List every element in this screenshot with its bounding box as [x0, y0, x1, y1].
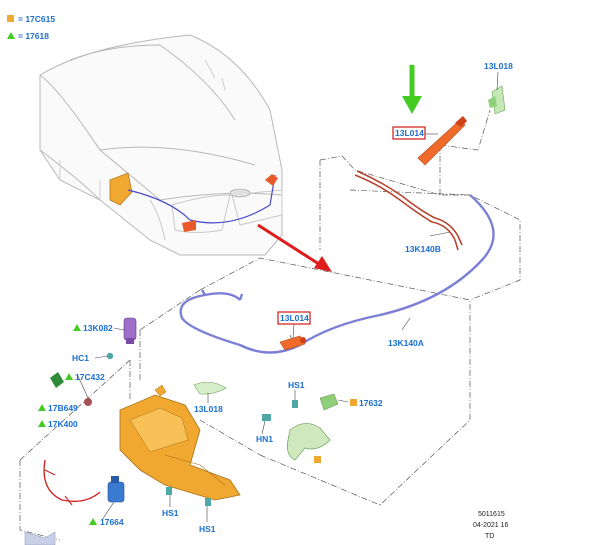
label-13k140a: 13K140A [388, 338, 424, 348]
footer-line-2: 04-2021 16 [473, 522, 509, 529]
screws-hs1 [166, 400, 298, 506]
legend-item-orange: = 17C615 [18, 14, 55, 24]
leader-lines [77, 71, 499, 522]
label-13l014-top: 13L014 [395, 128, 424, 138]
label-17k400: 17K400 [48, 419, 78, 429]
footer-line-3: TD [485, 533, 494, 540]
label-17664: 17664 [100, 517, 124, 527]
label-17b649: 17B649 [48, 403, 78, 413]
vehicle-installed-parts [109, 172, 278, 232]
front-washer-pump-13k082 [123, 317, 137, 344]
label-17632: 17632 [359, 398, 383, 408]
assembly-guide-lines [19, 109, 521, 541]
label-hs1-top: HS1 [288, 380, 305, 390]
label-13l014-front: 13L014 [280, 313, 309, 323]
orientation-arrow-icon [24, 531, 56, 545]
part-labels: 13L018 13L014 13K140B 13K140A 13L014 13K… [48, 61, 513, 534]
highlight-box-rear-pump [392, 126, 426, 140]
wiring-connectors [43, 372, 101, 506]
red-guide-arrow [257, 223, 332, 272]
footer-line-1: 5011615 [478, 511, 505, 518]
legend: = 17C615 = 17618 [7, 14, 55, 41]
label-17c432: 17C432 [75, 372, 105, 382]
green-triangle-icon [7, 32, 15, 39]
label-13k082: 13K082 [83, 323, 113, 333]
front-nozzle-13l018-part [193, 381, 227, 395]
washer-motor-17664 [107, 476, 125, 503]
label-13l018-top: 13L018 [484, 61, 513, 71]
rear-washer-nozzle-assembly [417, 116, 467, 166]
label-13k140b: 13K140B [405, 244, 441, 254]
hose-clip-hc1-part [106, 352, 114, 360]
green-indicator-arrow [402, 65, 422, 114]
diagram-footer: 5011615 04-2021 16 TD [473, 511, 509, 540]
label-hs1-mid: HS1 [162, 508, 179, 518]
label-hn1: HN1 [256, 434, 273, 444]
vehicle-front-illustration [39, 34, 283, 256]
label-hc1: HC1 [72, 353, 89, 363]
hose-13k140a [179, 194, 495, 354]
hose-13k140b [354, 170, 463, 251]
washer-reservoir [119, 384, 241, 501]
front-nozzle-pump-part [279, 335, 306, 351]
rear-nozzle-13l018-part [488, 85, 506, 115]
label-hs1-bottom: HS1 [199, 524, 216, 534]
callout-markers [38, 324, 357, 525]
orange-square-icon [7, 15, 14, 22]
highlight-box-front-pump [277, 311, 311, 325]
legend-item-green: = 17618 [18, 31, 49, 41]
filler-neck-assembly [262, 393, 339, 463]
label-13l018-front: 13L018 [194, 404, 223, 414]
